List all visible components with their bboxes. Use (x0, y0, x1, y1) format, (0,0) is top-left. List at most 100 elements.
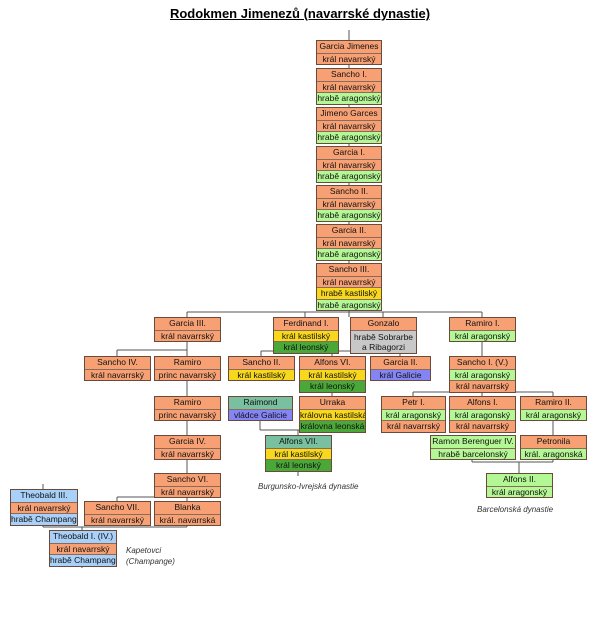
person-name: Alfons II. (487, 474, 552, 486)
person-name: Sancho I. (V.) (450, 357, 515, 369)
person-title: král navarrský (155, 447, 220, 459)
capetian-dynasty-label: Kapetovci (Champange) (126, 546, 175, 566)
person-title: král navarrský (155, 485, 220, 497)
person-name: Garcia II. (371, 357, 430, 369)
person-title: král kastilský (300, 368, 365, 380)
person-name: Alfons VII. (266, 436, 331, 448)
person-box: Garcia IV.král navarrský (154, 435, 221, 460)
person-name: Ramiro (155, 397, 220, 409)
person-box: Sancho IV.král navarrský (84, 356, 151, 381)
person-title: vládce Galicie (229, 408, 292, 420)
person-title: hrabě kastilský (317, 287, 381, 299)
person-title: princ navarrský (155, 408, 220, 420)
person-title: hrabě aragonský (317, 248, 381, 260)
person-title: král navarrský (382, 420, 445, 432)
person-name: Ramiro I. (450, 318, 515, 330)
person-title: král leonský (274, 341, 338, 353)
person-title: hrabě aragonský (317, 170, 381, 182)
person-name: Sancho IV. (85, 357, 150, 369)
person-name: Garcia I. (317, 147, 381, 159)
person-title: král aragonský (487, 485, 552, 497)
person-name: Sancho VI. (155, 474, 220, 486)
person-title: král navarrský (450, 380, 515, 392)
person-title: král aragonský (521, 408, 586, 420)
person-box: Ramon Berenguer IV.hrabě barcelonský (430, 435, 516, 460)
person-title: král navarrský (317, 158, 381, 170)
person-name: Ramon Berenguer IV. (431, 436, 515, 448)
person-box: Alfons II.král aragonský (486, 473, 553, 498)
person-title: král navarrský (317, 52, 381, 64)
person-title: hrabě barcelonský (431, 447, 515, 459)
person-name: Sancho I. (317, 69, 381, 81)
person-title: král leonský (266, 459, 331, 471)
person-name: Ramiro II. (521, 397, 586, 409)
person-title: král. navarrská (155, 513, 220, 525)
person-name: Sancho VII. (85, 502, 150, 514)
person-title: král navarrský (450, 420, 515, 432)
person-name: Garcia IV. (155, 436, 220, 448)
person-title: král aragonský (450, 329, 515, 341)
person-title: král aragonský (382, 408, 445, 420)
person-name: Theobald I. (IV.) (50, 531, 116, 543)
person-title: král navarrský (317, 197, 381, 209)
person-name: Garcia II. (317, 225, 381, 237)
person-title: královna leonská (300, 420, 365, 432)
person-box: Ramiro II.král aragonský (520, 396, 587, 421)
person-name: Urraka (300, 397, 365, 409)
person-title: hrabě aragonský (317, 92, 381, 104)
person-title: král kastilský (229, 368, 294, 380)
person-title: král. aragonská (521, 447, 586, 459)
person-name: Ferdinand I. (274, 318, 338, 330)
person-name: Sancho II. (229, 357, 294, 369)
person-name: Alfons VI. (300, 357, 365, 369)
person-name: Jimeno Garces (317, 108, 381, 120)
person-title: král kastilský (266, 447, 331, 459)
person-title: král navarrský (155, 329, 220, 341)
person-title: král navarrský (50, 542, 116, 554)
person-name: Sancho II. (317, 186, 381, 198)
person-box: Sancho VII.král navarrský (84, 501, 151, 526)
person-title: hrabě Sobrarbe a Ribagorzi (351, 329, 416, 353)
person-title: král navarrský (317, 80, 381, 92)
person-title: král aragonský (450, 408, 515, 420)
person-title: král navarrský (317, 119, 381, 131)
person-title: král Galicie (371, 368, 430, 380)
person-title: král navarrský (85, 368, 150, 380)
person-title: král kastilský (274, 329, 338, 341)
person-title: král navarrský (317, 275, 381, 287)
person-box: Sancho VI.král navarrský (154, 473, 221, 498)
person-title: princ navarrský (155, 368, 220, 380)
person-name: Petr I. (382, 397, 445, 409)
person-title: král navarrský (11, 501, 77, 513)
person-title: hrabě aragonský (317, 209, 381, 221)
page-title: Rodokmen Jimenezů (navarrské dynastie) (169, 6, 431, 21)
person-name: Theobald III. (11, 490, 77, 502)
person-name: Alfons I. (450, 397, 515, 409)
person-title: hrabě aragonský (317, 131, 381, 143)
person-name: Garcia III. (155, 318, 220, 330)
person-name: Raimond (229, 397, 292, 409)
person-name: Petronila (521, 436, 586, 448)
person-box: Garcia III.král navarrský (154, 317, 221, 342)
barcelona-dynasty-label: Barcelonská dynastie (477, 505, 554, 514)
person-title: hrabě Champange (11, 513, 77, 525)
person-title: král navarrský (317, 236, 381, 248)
person-title: král navarrský (85, 513, 150, 525)
